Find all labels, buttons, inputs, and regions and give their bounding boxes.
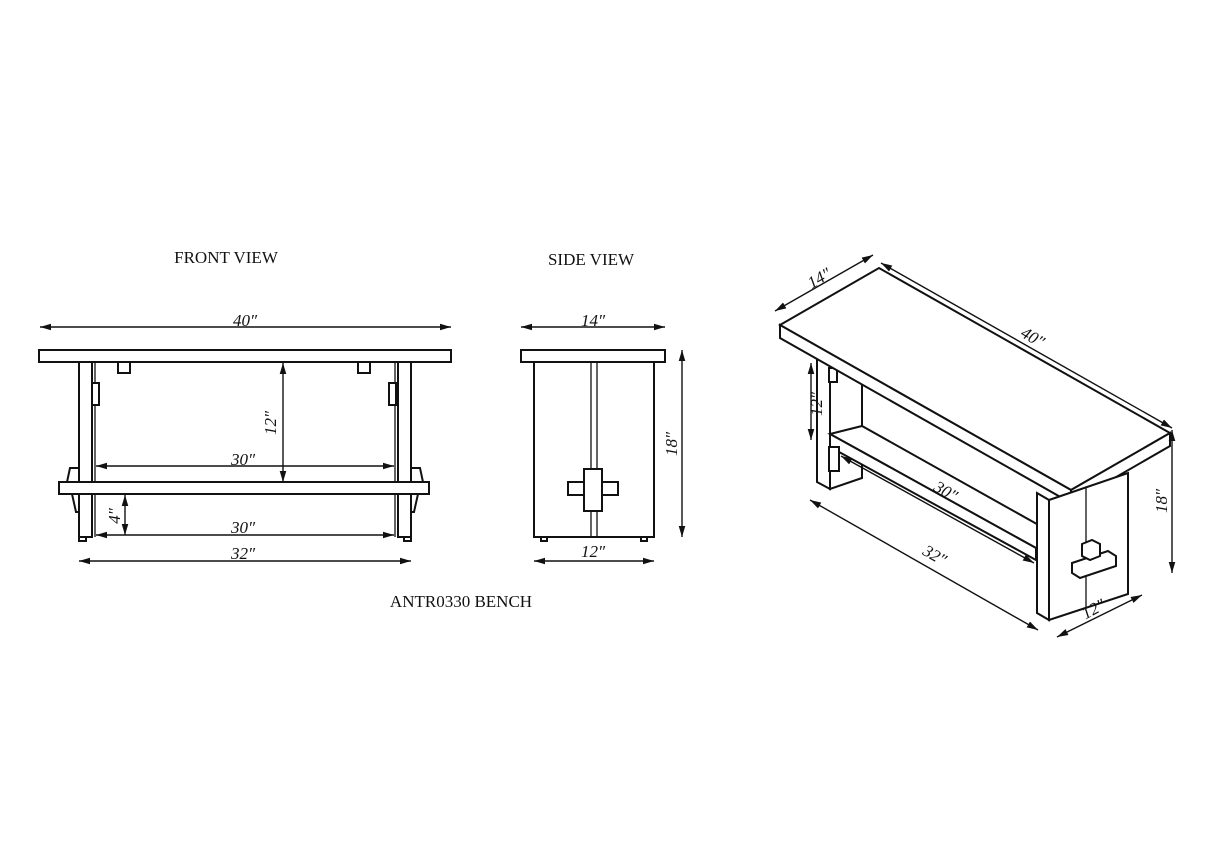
front-32-label: 32″ [230,544,256,563]
side-foot-right [640,536,648,542]
front-view-title: FRONT VIEW [174,248,279,267]
front-foot-left [78,536,87,542]
iso-32-dim-line [809,499,1039,631]
drawing-caption: ANTR0330 BENCH [390,592,532,611]
side-key-block [583,468,603,512]
iso-14-label: 14″ [804,264,835,293]
front-foot-right [403,536,412,542]
front-30-upper-label: 30″ [230,450,256,469]
iso-18-label: 18″ [1152,488,1171,513]
iso-front-leg-edge [1036,491,1050,622]
side-12-label: 12″ [581,542,606,561]
front-block-right [357,361,371,374]
front-bracket-right [388,382,397,406]
side-18-label: 18″ [662,431,681,456]
side-view: SIDE VIEW 14″ 12″ 18″ [520,250,686,565]
side-14-label: 14″ [581,311,606,330]
iso-back-bracket [828,446,840,472]
front-foot-brace-left [70,493,80,513]
side-view-title: SIDE VIEW [548,250,635,269]
front-block-left [117,361,131,374]
isometric-view: 14″ 40″ 12″ 30″ 32″ 12″ 18″ [774,254,1176,638]
front-4-label: 4″ [105,507,124,524]
front-right-leg [397,361,412,538]
front-30-lower-label: 30″ [230,518,256,537]
front-40-label: 40″ [233,311,258,330]
front-brace-left [65,467,80,483]
front-left-leg [78,361,93,538]
front-bracket-left [91,382,100,406]
side-top-slab [520,349,666,363]
front-shelf-stretcher [58,481,430,495]
front-12-label: 12″ [261,410,280,435]
front-brace-right [410,467,425,483]
iso-40-dim-line [880,262,1173,429]
side-foot-left [540,536,548,542]
iso-12b-dim-line [1056,594,1143,638]
front-top-slab [38,349,452,363]
iso-key-tab [1081,538,1101,562]
iso-14-dim-line [774,254,874,312]
iso-12-label: 12″ [807,391,826,416]
front-foot-brace-right [410,493,420,513]
front-view: FRONT VIEW 40″ 12″ 30″ 4″ 30″ [38,248,452,565]
iso-key-block [1071,549,1117,580]
iso-40-label: 40″ [1018,323,1049,352]
